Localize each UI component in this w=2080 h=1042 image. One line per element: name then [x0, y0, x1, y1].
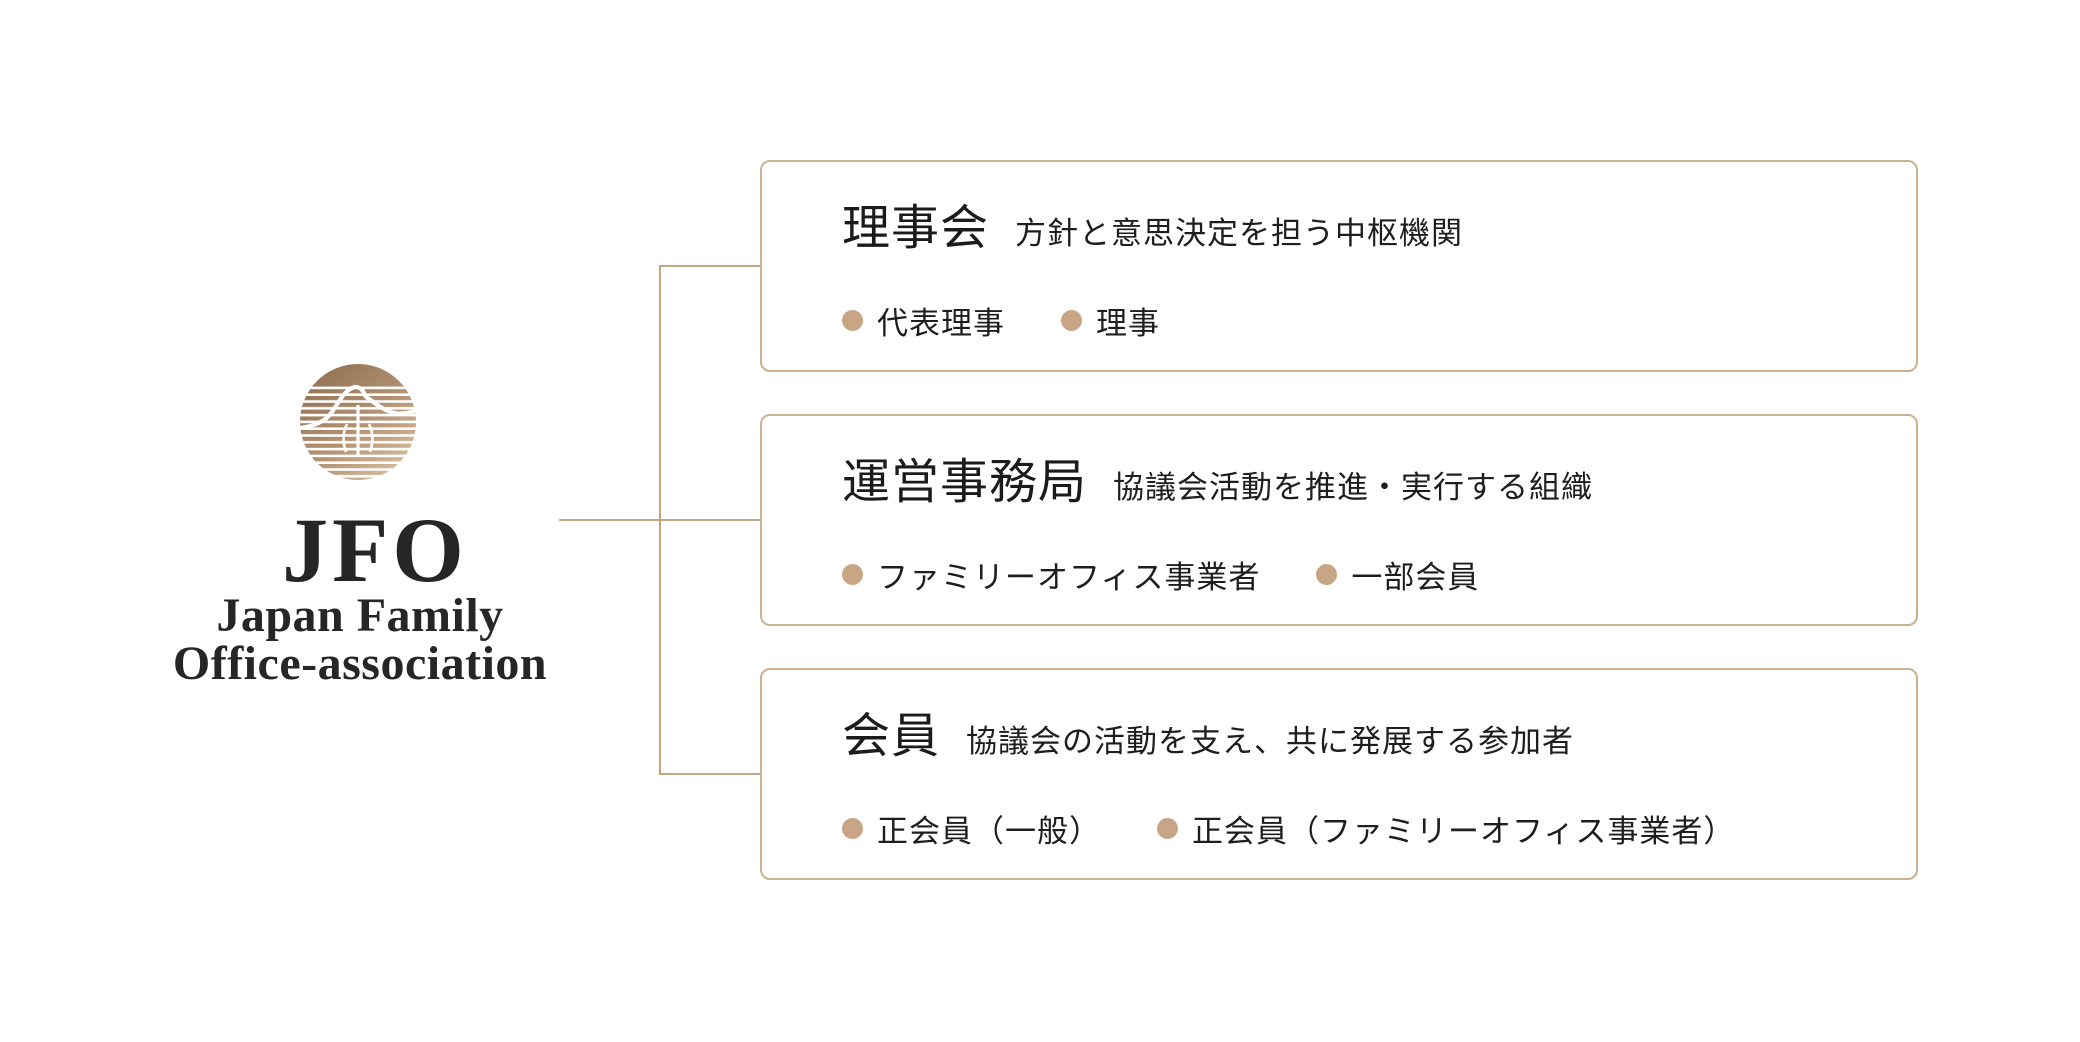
node-member-list: 正会員（一般） 正会員（ファミリーオフィス事業者）: [842, 806, 1735, 851]
member-item: 正会員（一般）: [842, 806, 1101, 851]
member-bullet-dot-icon: [1061, 310, 1082, 331]
node-member-list: 代表理事 理事: [842, 298, 1160, 343]
node-head: 運営事務局 協議会活動を推進・実行する組織: [842, 454, 1593, 512]
node-description: 方針と意思決定を担う中枢機関: [1015, 216, 1464, 251]
member-bullet-dot-icon: [842, 310, 863, 331]
org-node-members: 会員 協議会の活動を支え、共に発展する参加者 正会員（一般） 正会員（ファミリー…: [760, 668, 1918, 880]
member-item: ファミリーオフィス事業者: [842, 552, 1260, 597]
logo-name-line2: Office-association: [172, 637, 548, 690]
connector-branch-line-top: [659, 265, 762, 267]
node-description: 協議会の活動を支え、共に発展する参加者: [966, 724, 1575, 759]
member-bullet-dot-icon: [1157, 818, 1178, 839]
jfo-logo-mark-icon: [297, 362, 419, 482]
org-node-secretariat: 運営事務局 協議会活動を推進・実行する組織 ファミリーオフィス事業者 一部会員: [760, 414, 1918, 626]
node-member-list: ファミリーオフィス事業者 一部会員: [842, 552, 1479, 597]
node-title: 理事会: [842, 202, 990, 255]
node-head: 会員 協議会の活動を支え、共に発展する参加者: [842, 708, 1574, 766]
member-bullet-dot-icon: [842, 564, 863, 585]
member-bullet-dot-icon: [1316, 564, 1338, 585]
logo-name-line1: Japan Family: [216, 589, 504, 642]
node-title: 会員: [842, 710, 941, 763]
member-label: ファミリーオフィス事業者: [877, 560, 1261, 595]
connector-branch-line-bottom: [659, 773, 762, 775]
member-label: 一部会員: [1351, 560, 1480, 595]
member-item: 代表理事: [842, 298, 1005, 343]
member-label: 正会員（一般）: [877, 814, 1101, 849]
org-node-board: 理事会 方針と意思決定を担う中枢機関 代表理事 理事: [760, 160, 1918, 372]
member-item: 正会員（ファミリーオフィス事業者）: [1157, 806, 1735, 851]
member-label: 理事: [1096, 306, 1160, 341]
member-bullet-dot-icon: [842, 818, 863, 839]
member-item: 理事: [1061, 298, 1160, 343]
member-label: 代表理事: [877, 306, 1005, 341]
logo-acronym: JFO: [282, 499, 468, 601]
node-head: 理事会 方針と意思決定を担う中枢機関: [842, 200, 1463, 258]
node-description: 協議会活動を推進・実行する組織: [1113, 470, 1594, 505]
member-item: 一部会員: [1316, 552, 1479, 597]
member-label: 正会員（ファミリーオフィス事業者）: [1192, 814, 1736, 849]
connector-trunk-line: [659, 265, 661, 775]
node-title: 運営事務局: [842, 456, 1088, 509]
